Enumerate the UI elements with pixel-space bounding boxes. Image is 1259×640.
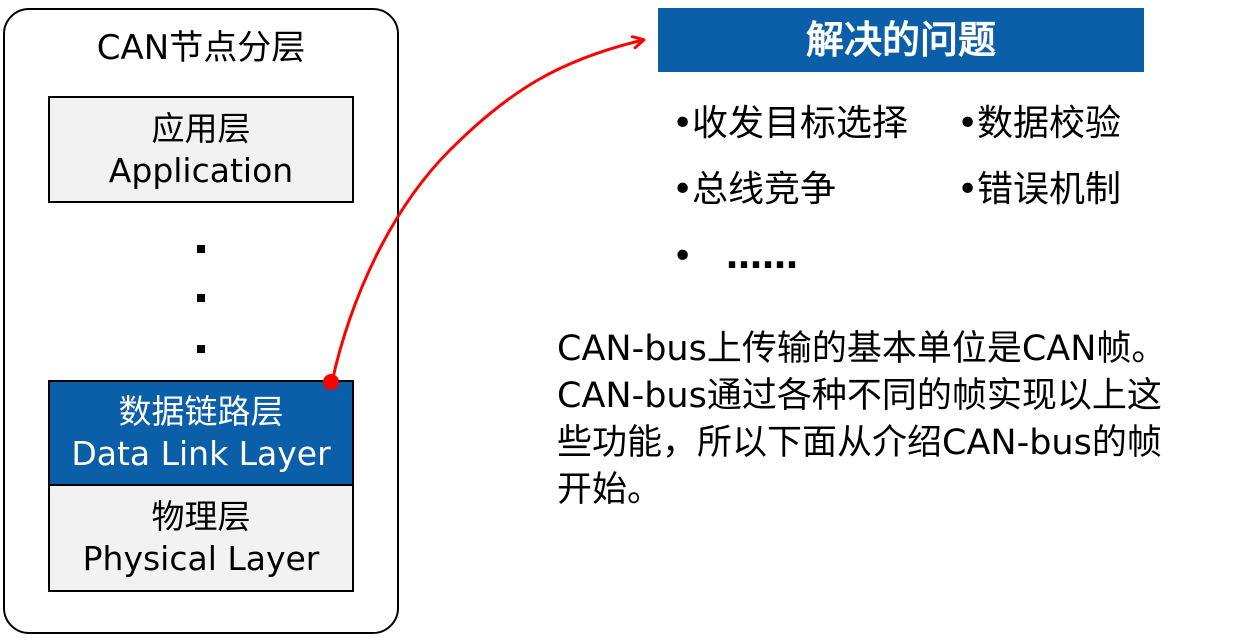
bullet-icon: •: [957, 169, 979, 210]
problems-header: 解决的问题: [658, 8, 1144, 72]
connector-arrow-path: [330, 40, 643, 383]
layer-application: 应用层 Application: [48, 96, 354, 203]
can-node-stack-frame: CAN节点分层: [3, 8, 399, 634]
bullet-icon: •: [672, 169, 694, 210]
problem-item-label: 总线竞争: [692, 169, 837, 210]
description-line: CAN-bus通过各种不同的帧实现以上这: [557, 376, 1162, 416]
problem-item-ellipsis: ……: [726, 236, 798, 277]
problem-item-label: 数据校验: [977, 103, 1122, 144]
layer-data-link-en: Data Link Layer: [71, 434, 331, 473]
bullet-icon: •: [672, 103, 694, 144]
problem-item-label: 收发目标选择: [692, 103, 909, 144]
stack-title: CAN节点分层: [96, 28, 306, 68]
description-line: 些功能，所以下面从介绍CAN-bus的帧: [557, 423, 1162, 463]
problem-item-target-selection: •收发目标选择: [672, 102, 908, 146]
layer-data-link-cn: 数据链路层: [118, 392, 284, 431]
bullet-icon: •: [672, 236, 694, 277]
problem-item-data-check: •数据校验: [957, 102, 1121, 146]
layer-physical-cn: 物理层: [151, 497, 251, 536]
connector-start-dot: [323, 374, 339, 390]
layer-application-cn: 应用层: [151, 108, 251, 148]
description-line: CAN-bus上传输的基本单位是CAN帧。: [557, 329, 1167, 369]
problem-item-label: 错误机制: [977, 169, 1122, 210]
ellipsis-dot-2: [197, 294, 205, 302]
bullet-icon: •: [957, 103, 979, 144]
layer-data-link: 数据链路层 Data Link Layer: [48, 380, 354, 486]
problem-item-error-mechanism: •错误机制: [957, 168, 1121, 212]
layer-application-en: Application: [108, 150, 294, 190]
description-paragraph: CAN-bus上传输的基本单位是CAN帧。 CAN-bus通过各种不同的帧实现以…: [557, 326, 1217, 514]
layer-physical: 物理层 Physical Layer: [48, 484, 354, 592]
layer-physical-en: Physical Layer: [82, 539, 320, 578]
ellipsis-dot-3: [197, 345, 205, 353]
description-line: 开始。: [557, 470, 663, 510]
problem-item-bus-contention: •总线竞争: [672, 168, 836, 212]
ellipsis-dot-1: [197, 245, 205, 253]
